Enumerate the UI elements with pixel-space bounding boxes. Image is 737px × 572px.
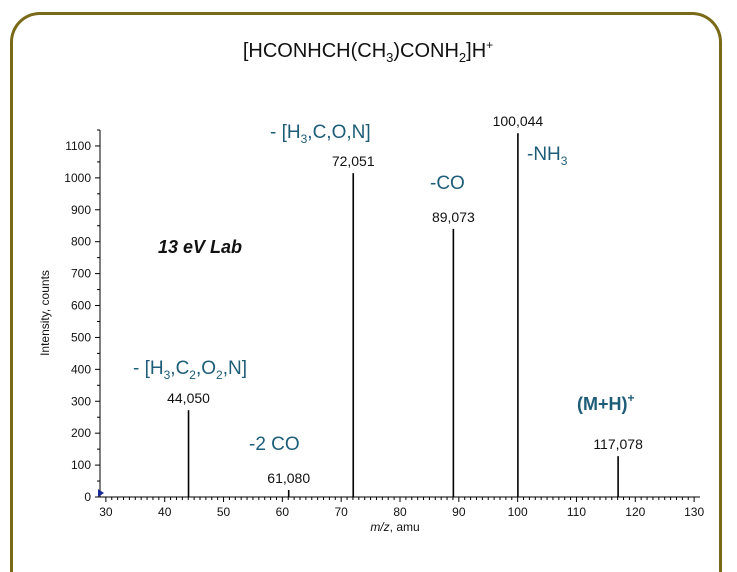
y-tick-label: 900 xyxy=(71,203,91,217)
y-tick-label: 1100 xyxy=(65,139,91,153)
annotation-loss-h3con: - [H3,C,O,N] xyxy=(270,122,371,146)
y-tick-label: 700 xyxy=(71,267,91,281)
y-tick-label: 600 xyxy=(71,299,91,313)
x-axis-ticks: 30 40 50 60 70 80 90 100 110 120 130 xyxy=(99,497,704,519)
origin-marker-icon xyxy=(98,489,104,497)
x-tick-label: 80 xyxy=(393,505,407,519)
annotation-loss-nh3: -NH3 xyxy=(527,144,568,168)
y-axis-ticks: 0 100 200 300 400 500 600 700 800 900 1000 1100 xyxy=(64,129,100,504)
x-tick-label: 110 xyxy=(567,505,586,519)
x-tick-label: 130 xyxy=(684,505,704,519)
x-tick-label: 100 xyxy=(508,505,528,519)
x-tick-label: 70 xyxy=(334,505,348,519)
y-tick-label: 100 xyxy=(71,458,91,472)
peak-label: 72,051 xyxy=(332,153,375,169)
y-tick-label: 1000 xyxy=(64,171,91,185)
x-tick-label: 90 xyxy=(452,505,466,519)
peak-labels-group: 44,050 61,080 72,051 89,073 100,044 117,078 xyxy=(167,113,643,486)
chart-title: [HCONHCH(CH3)CONH2]H+ xyxy=(243,38,493,65)
peak-label: 100,044 xyxy=(493,113,544,129)
peak-label: 61,080 xyxy=(267,470,310,486)
slide-frame xyxy=(10,12,722,572)
peak-label: 117,078 xyxy=(593,436,643,452)
peaks-group xyxy=(187,133,619,497)
x-tick-label: 120 xyxy=(625,505,645,519)
y-tick-label: 0 xyxy=(84,490,91,504)
y-tick-label: 300 xyxy=(71,394,91,408)
annotation-loss-h3c2o2n: - [H3,C2,O2,N] xyxy=(133,358,247,382)
y-tick-label: 500 xyxy=(71,330,91,344)
y-axis-label: Intensity, counts xyxy=(38,270,52,356)
y-tick-label: 200 xyxy=(71,426,91,440)
peak-label: 44,050 xyxy=(167,390,210,406)
x-tick-label: 30 xyxy=(99,505,113,519)
peak-label: 89,073 xyxy=(432,209,475,225)
y-tick-label: 400 xyxy=(71,362,91,376)
y-tick-label: 800 xyxy=(71,235,91,249)
annotation-loss-2co: -2 CO xyxy=(249,434,300,455)
x-axis-label: m/z, amu xyxy=(370,520,419,534)
x-tick-label: 50 xyxy=(217,505,231,519)
x-tick-label: 40 xyxy=(158,505,172,519)
x-tick-label: 60 xyxy=(276,505,290,519)
condition-label: 13 eV Lab xyxy=(158,237,242,257)
annotation-loss-co: -CO xyxy=(430,173,465,194)
annotation-parent-ion: (M+H)+ xyxy=(577,391,635,414)
